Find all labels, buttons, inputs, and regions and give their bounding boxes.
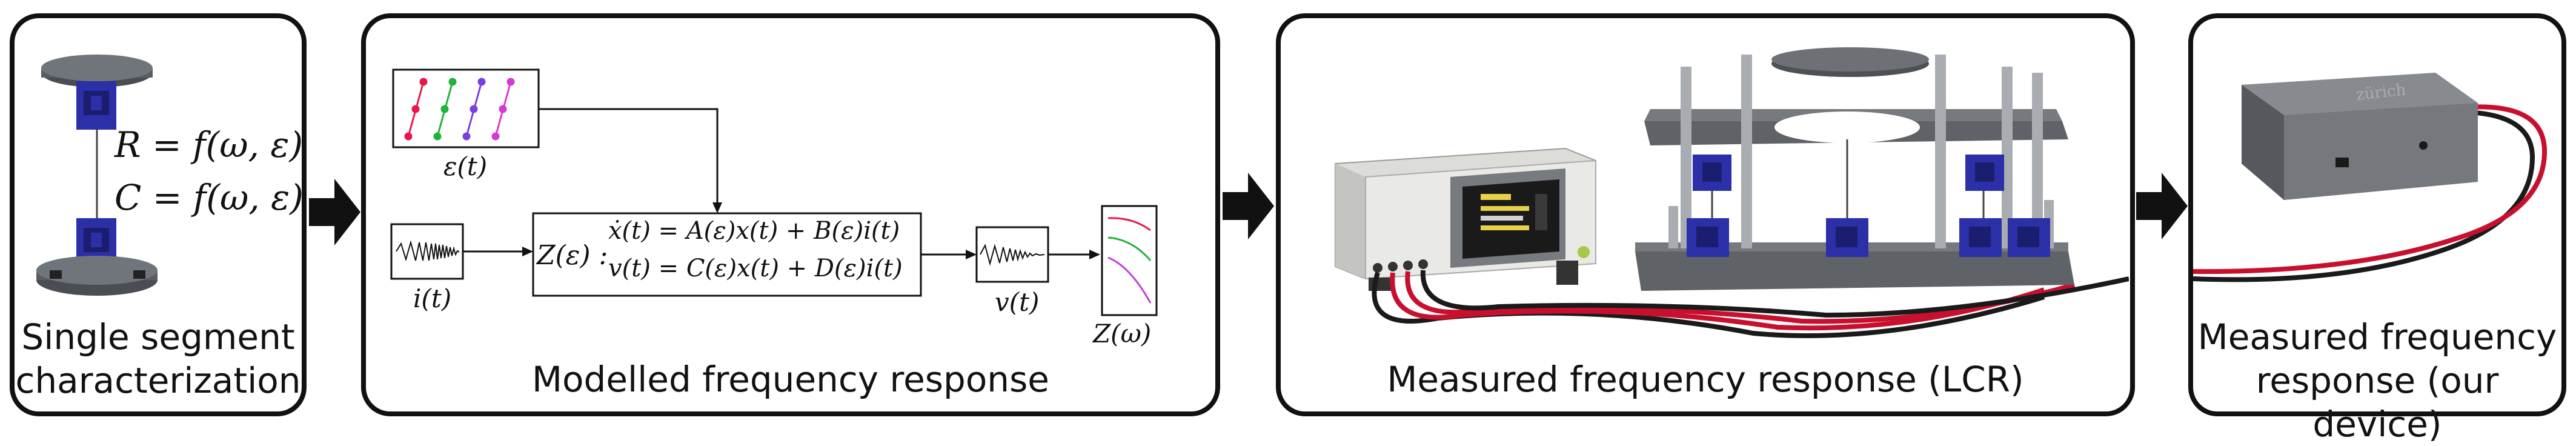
lcr-meter [1335,147,1596,291]
test-fixture [1635,47,2074,291]
flow-arrow-icon [2136,173,2188,239]
strain-plot [392,68,540,148]
modelled-caption: Modelled frequency response [532,359,1049,400]
lcr-caption: Measured frequency response (LCR) [1387,359,2024,400]
flow-arrow-icon [309,179,360,245]
resistance-equation: R = f(ω, ε) [115,124,304,165]
impedance-label: Z(ω) [1093,319,1152,348]
panel-our-device: zürich Measured frequency response (our … [2188,13,2566,445]
model-prefix: Z(ε) : [537,240,608,271]
panel-single-segment: R = f(ω, ε) C = f(ω, ε) Single segment c… [10,13,307,416]
capacitance-equation: C = f(ω, ε) [115,177,304,218]
lcr-setup-illustration [1335,47,2129,338]
single-segment-illustration [36,55,158,296]
caption-line-2: characterization [15,360,301,401]
model-box [532,212,922,297]
caption-line-2: response (our device) [2256,360,2499,445]
output-signal-plot [975,226,1049,283]
device-caption: Measured frequency response (our device) [2193,315,2561,446]
caption-line-1: Measured frequency [2197,316,2557,358]
model-block-diagram [390,68,1158,316]
panel-lcr-measurement: Measured frequency response (LCR) [1276,13,2135,416]
single-segment-caption: Single segment characterization [15,315,302,402]
input-signal-plot [390,223,464,280]
impedance-plot [1101,205,1158,316]
input-current-label: i(t) [413,284,452,313]
panel-modelled-response: ε(t) i(t) Z(ε) : ẋ(t) = A(ε)x(t) + B(ε)i… [361,13,1220,416]
output-voltage-label: v(t) [995,287,1040,317]
flow-arrow-icon [1223,173,1274,239]
strain-label: ε(t) [443,151,488,181]
device-illustration: zürich [2193,73,2548,282]
output-equation: v(t) = C(ε)x(t) + D(ε)i(t) [608,255,903,282]
caption-line-1: Single segment [21,316,295,358]
state-equation: ẋ(t) = A(ε)x(t) + B(ε)i(t) [608,217,900,245]
